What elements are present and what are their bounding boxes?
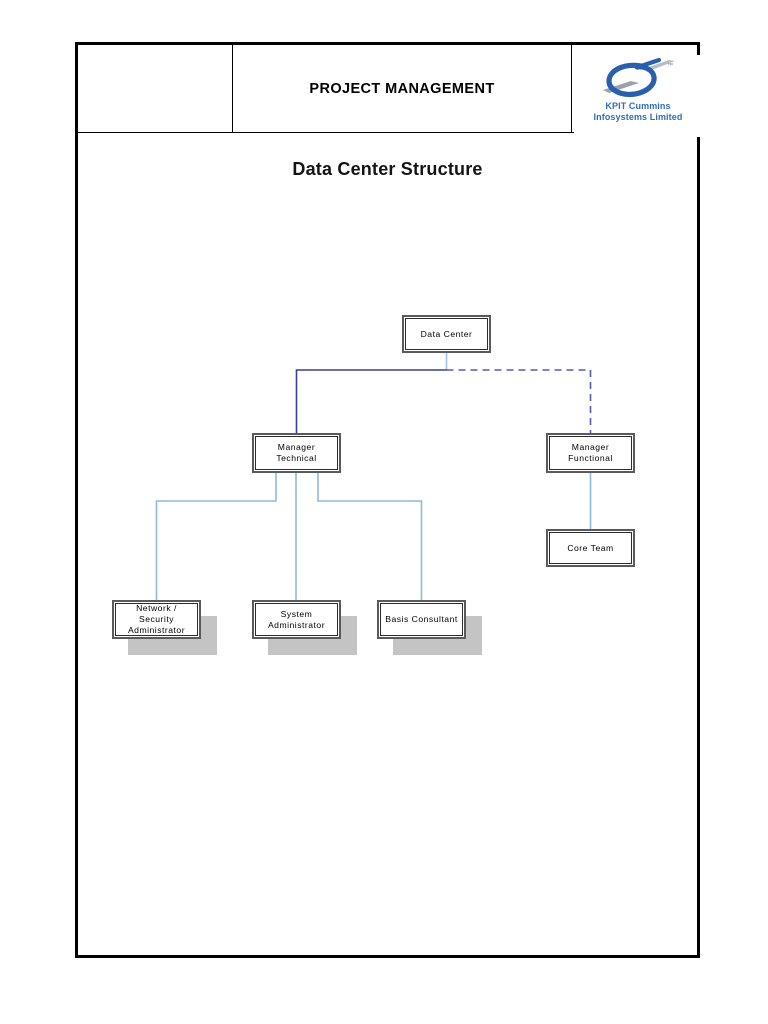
org-node-label: Basis Consultant [385, 614, 458, 624]
svg-text:™: ™ [667, 62, 673, 69]
org-node-label: Data Center [420, 328, 473, 339]
org-node-inner: Basis Consultant [380, 603, 463, 636]
edge-manager-technical-basis-consultant [317, 473, 423, 600]
connector-layer [155, 353, 592, 600]
org-node-label: Core Team [567, 542, 614, 553]
document-page: PROJECT MANAGEMENT ™ KPIT Cummins Infosy… [75, 42, 703, 961]
header-cell-blank [78, 45, 233, 132]
company-logo: ™ KPIT Cummins Infosystems Limited [574, 55, 702, 137]
header-cell-title: PROJECT MANAGEMENT [233, 45, 572, 132]
org-node-basis-consultant[interactable]: Basis Consultant [377, 600, 466, 639]
org-node-data-center[interactable]: Data Center [402, 315, 491, 353]
edge-datacenter-manager-technical [295, 369, 447, 433]
header-cell-logo: ™ KPIT Cummins Infosystems Limited [572, 45, 702, 137]
header-title: PROJECT MANAGEMENT [309, 80, 495, 97]
org-node-core-team[interactable]: Core Team [546, 529, 635, 567]
org-node-inner: Data Center [405, 318, 488, 350]
kpit-swoosh-icon: ™ [603, 57, 675, 97]
org-node-inner: Core Team [549, 532, 632, 564]
logo-text-line-1: KPIT Cummins [605, 101, 671, 111]
edge-manager-technical-network-security [155, 473, 277, 600]
diagram-title: Data Center Structure [292, 159, 483, 179]
logo-text-line-2: Infosystems Limited [593, 112, 683, 122]
edge-datacenter-manager-functional [446, 369, 592, 433]
document-header-table: PROJECT MANAGEMENT ™ KPIT Cummins Infosy… [78, 45, 702, 137]
